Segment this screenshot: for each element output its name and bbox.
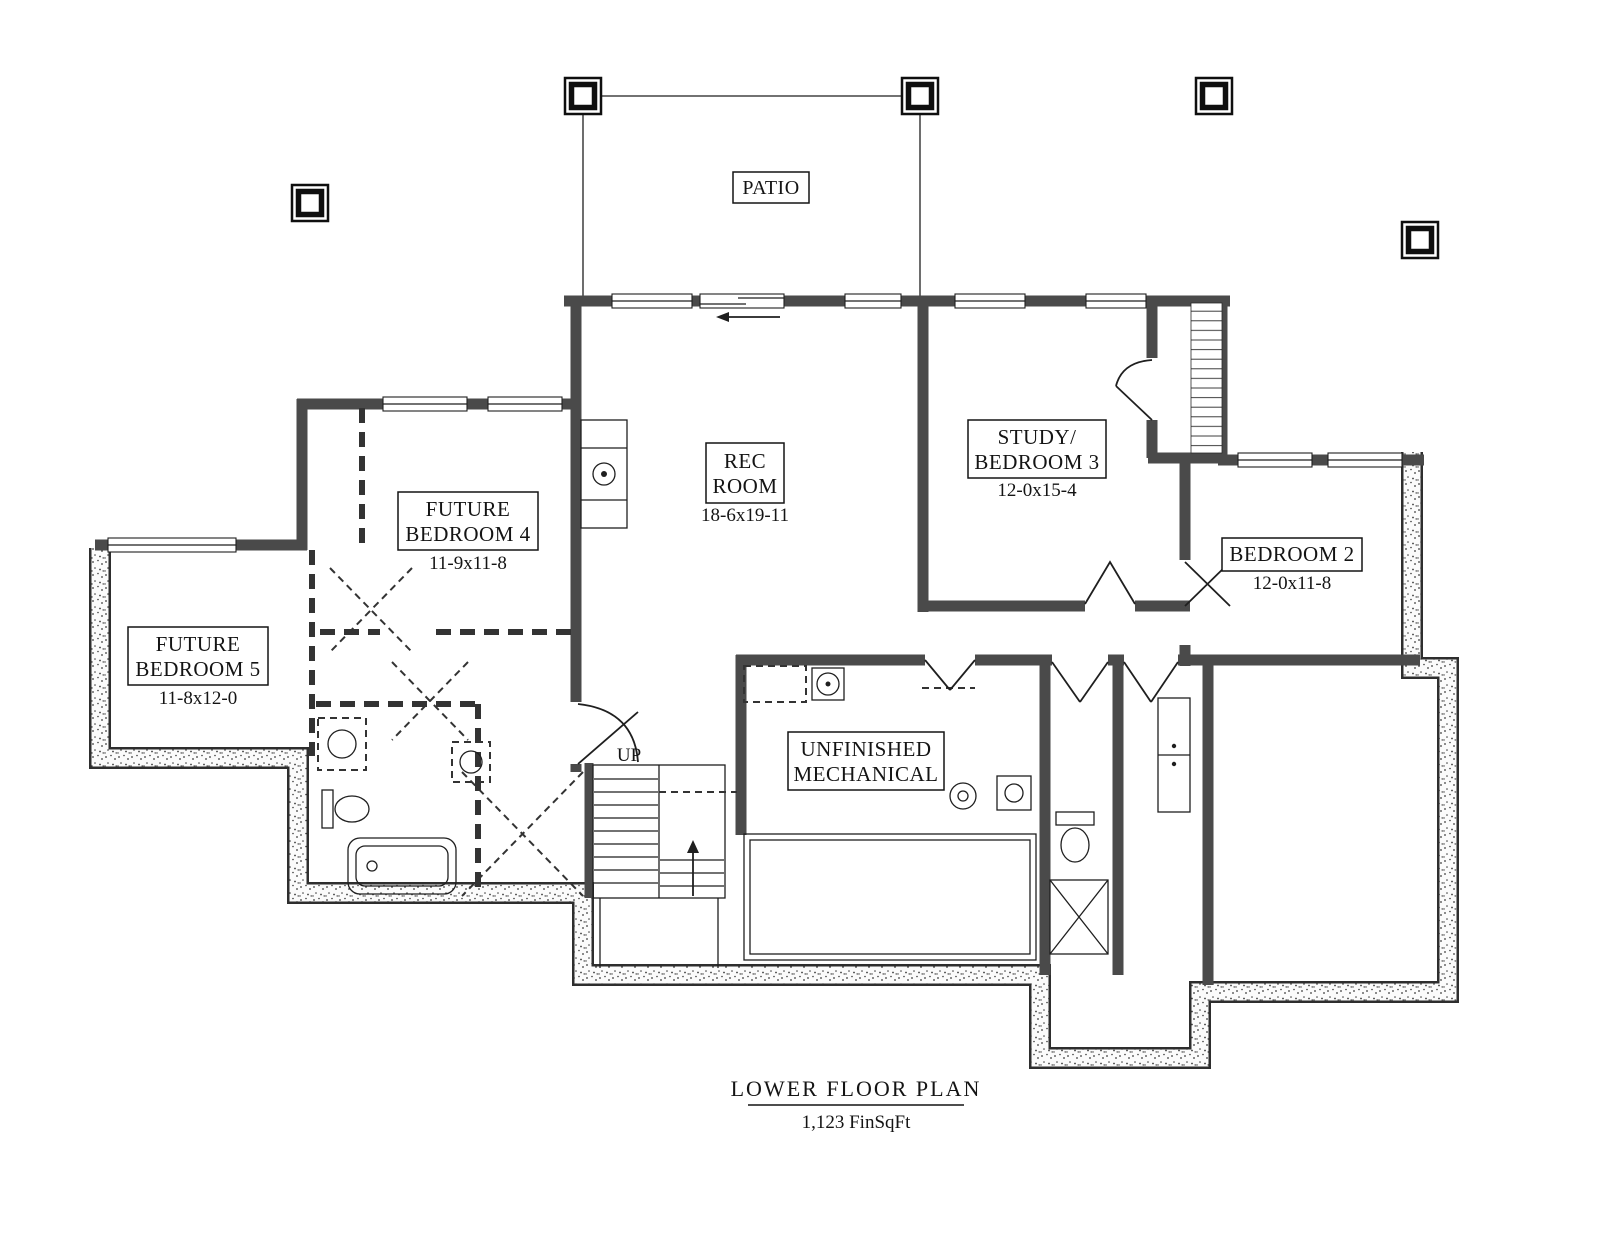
right-bath-fixtures	[949, 697, 1191, 955]
bedroom4-line1: FUTURE	[426, 497, 511, 521]
rec-room-line1: REC	[724, 449, 766, 473]
window	[1327, 452, 1403, 468]
future-fixture-outline	[743, 665, 807, 703]
bedroom2-label: BEDROOM 2 12-0x11-8	[1221, 537, 1363, 594]
patio-sliding-door	[699, 293, 785, 322]
deck-columns	[290, 76, 1440, 260]
column-marker	[1194, 76, 1234, 116]
fireplace	[580, 419, 628, 529]
foundation-walls	[89, 452, 1459, 1069]
plan-area: 1,123 FinSqFt	[802, 1112, 911, 1133]
window	[844, 293, 902, 309]
window	[107, 537, 237, 553]
column-marker	[563, 76, 603, 116]
window	[954, 293, 1026, 309]
stair-hatch-strip	[1190, 302, 1223, 454]
up-label: UP	[617, 745, 641, 766]
rec-room-label: REC ROOM 18-6x19-11	[701, 442, 789, 526]
future-walls	[309, 408, 576, 890]
unfinished-mechanical-label: UNFINISHED MECHANICAL	[787, 731, 945, 791]
windows	[107, 293, 1403, 553]
bedroom4-line2: BEDROOM 4	[405, 522, 530, 546]
sink-fixture	[949, 782, 977, 810]
future-bedroom5-label: FUTURE BEDROOM 5 11-8x12-0	[127, 626, 269, 709]
rec-room-line2: ROOM	[712, 474, 777, 498]
mech-line2: MECHANICAL	[794, 762, 939, 786]
door-swing-arrow-icon	[716, 312, 729, 322]
stairs	[592, 764, 737, 968]
column-marker	[1400, 220, 1440, 260]
window	[382, 396, 468, 412]
cabinet-fixture	[1157, 697, 1191, 813]
door-swings	[577, 359, 1231, 765]
rec-room-dim: 18-6x19-11	[701, 505, 789, 526]
title-block: LOWER FLOOR PLAN 1,123 FinSqFt	[731, 1076, 982, 1133]
toilet-fixture	[321, 789, 370, 829]
window	[487, 396, 563, 412]
bedroom2-line1: BEDROOM 2	[1229, 542, 1354, 566]
window	[1085, 293, 1147, 309]
study-bedroom3-label: STUDY/ BEDROOM 3 12-0x15-4	[967, 419, 1107, 501]
bedroom4-dim: 11-9x11-8	[429, 553, 507, 574]
patio-label-text: PATIO	[742, 177, 799, 199]
mechanical-pit	[743, 833, 1037, 961]
window	[1237, 452, 1313, 468]
patio-label: PATIO	[732, 171, 810, 204]
bedroom5-line1: FUTURE	[156, 632, 241, 656]
bedroom5-line2: BEDROOM 5	[135, 657, 260, 681]
shower-fixture	[1049, 879, 1109, 955]
study-dim: 12-0x15-4	[997, 480, 1077, 501]
bedroom2-dim: 12-0x11-8	[1253, 573, 1331, 594]
plan-title: LOWER FLOOR PLAN	[731, 1076, 982, 1101]
patio-outline	[582, 95, 921, 296]
window	[611, 293, 693, 309]
room-labels: PATIO REC ROOM 18-6x19-11 STUDY/ BEDROOM…	[127, 171, 1363, 791]
stair-up-arrow-icon	[687, 840, 699, 853]
left-bath-fixtures	[317, 717, 491, 895]
future-bedroom4-label: FUTURE BEDROOM 4 11-9x11-8	[397, 491, 539, 574]
column-marker	[900, 76, 940, 116]
bathtub-fixture	[347, 837, 457, 895]
sink-fixture	[459, 750, 483, 774]
column-marker	[290, 183, 330, 223]
water-heater-icon	[811, 667, 845, 701]
bedroom5-dim: 11-8x12-0	[159, 688, 237, 709]
sink-fixture	[327, 729, 357, 759]
mech-line1: UNFINISHED	[801, 737, 932, 761]
study-line2: BEDROOM 3	[974, 450, 1099, 474]
mech-fixtures	[743, 665, 845, 703]
study-line1: STUDY/	[998, 425, 1077, 449]
laundry-box-fixture	[996, 775, 1032, 811]
toilet-fixture	[1055, 811, 1095, 863]
